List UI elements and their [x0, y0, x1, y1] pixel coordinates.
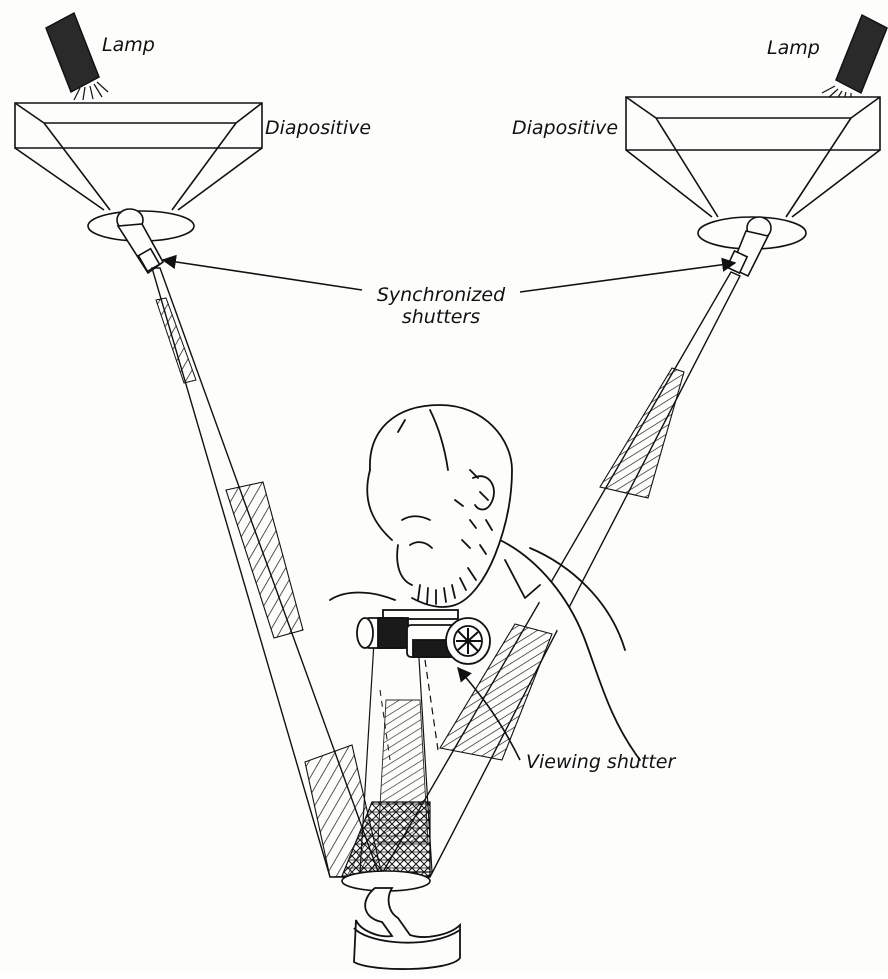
synchronized-shutters-line2: shutters — [366, 307, 516, 329]
synchronized-shutters-label: Synchronized shutters — [366, 285, 516, 329]
lamp-left-icon — [46, 13, 108, 100]
diapositive-right-label: Diapositive — [512, 118, 618, 140]
synchronized-shutters-line1: Synchronized — [366, 285, 516, 307]
lamp-left-label: Lamp — [102, 35, 155, 57]
tracing-table-icon — [354, 888, 460, 969]
projector-left — [15, 103, 262, 273]
binocular-shutter-icon — [357, 610, 490, 664]
lamp-right-icon — [822, 15, 887, 105]
viewing-shutter-label: Viewing shutter — [526, 752, 675, 774]
projection-beam-left — [152, 268, 382, 877]
lamp-right-label: Lamp — [767, 38, 820, 60]
diapositive-left-label: Diapositive — [265, 118, 371, 140]
projector-right — [626, 97, 880, 276]
